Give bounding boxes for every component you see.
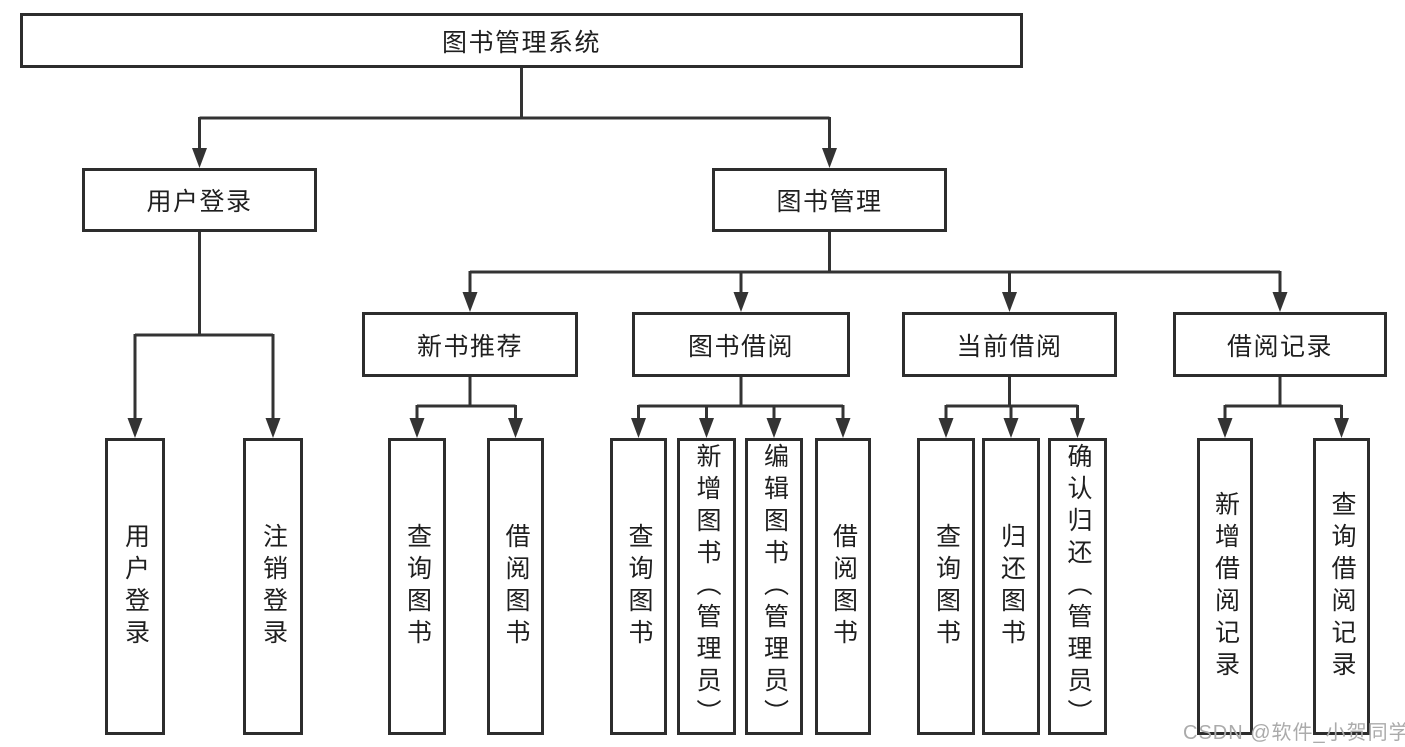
node-book-management: 图书管理 — [712, 168, 947, 232]
leaf-records-query-record: 查询借阅记录 — [1313, 438, 1370, 735]
leaf-borrow-query-books: 查询图书 — [610, 438, 667, 735]
connector-new-book-recommend-to-children — [409, 377, 523, 438]
connector-root-to-level2 — [192, 68, 837, 168]
leaf-logout: 注销登录 — [243, 438, 303, 735]
connector-borrow-records-to-children — [1217, 377, 1349, 438]
csdn-watermark: CSDN @软件_小贺同学 — [1183, 722, 1405, 744]
connector-user-login-to-children — [127, 232, 281, 438]
node-book-borrow: 图书借阅 — [632, 312, 850, 377]
node-borrow-records: 借阅记录 — [1173, 312, 1387, 377]
node-new-book-recommend: 新书推荐 — [362, 312, 578, 377]
leaf-records-add-record: 新增借阅记录 — [1197, 438, 1253, 735]
connector-current-borrow-to-children — [938, 377, 1085, 438]
leaf-recommend-borrow-books: 借阅图书 — [487, 438, 544, 735]
leaf-recommend-query-books: 查询图书 — [388, 438, 446, 735]
node-user-login: 用户登录 — [82, 168, 317, 232]
leaf-current-query-books: 查询图书 — [917, 438, 975, 735]
connector-book-management-to-level3 — [462, 232, 1288, 312]
leaf-current-return-books: 归还图书 — [982, 438, 1040, 735]
leaf-user-login: 用户登录 — [105, 438, 165, 735]
connector-book-borrow-to-children — [631, 377, 851, 438]
leaf-borrow-edit-books-admin: 编辑图书（管理员） — [745, 438, 803, 735]
leaf-current-confirm-return-admin: 确认归还（管理员） — [1048, 438, 1107, 735]
node-current-borrow: 当前借阅 — [902, 312, 1117, 377]
leaf-borrow-add-books-admin: 新增图书（管理员） — [677, 438, 736, 735]
node-library-management-system: 图书管理系统 — [20, 13, 1023, 68]
leaf-borrow-borrow-books: 借阅图书 — [815, 438, 871, 735]
